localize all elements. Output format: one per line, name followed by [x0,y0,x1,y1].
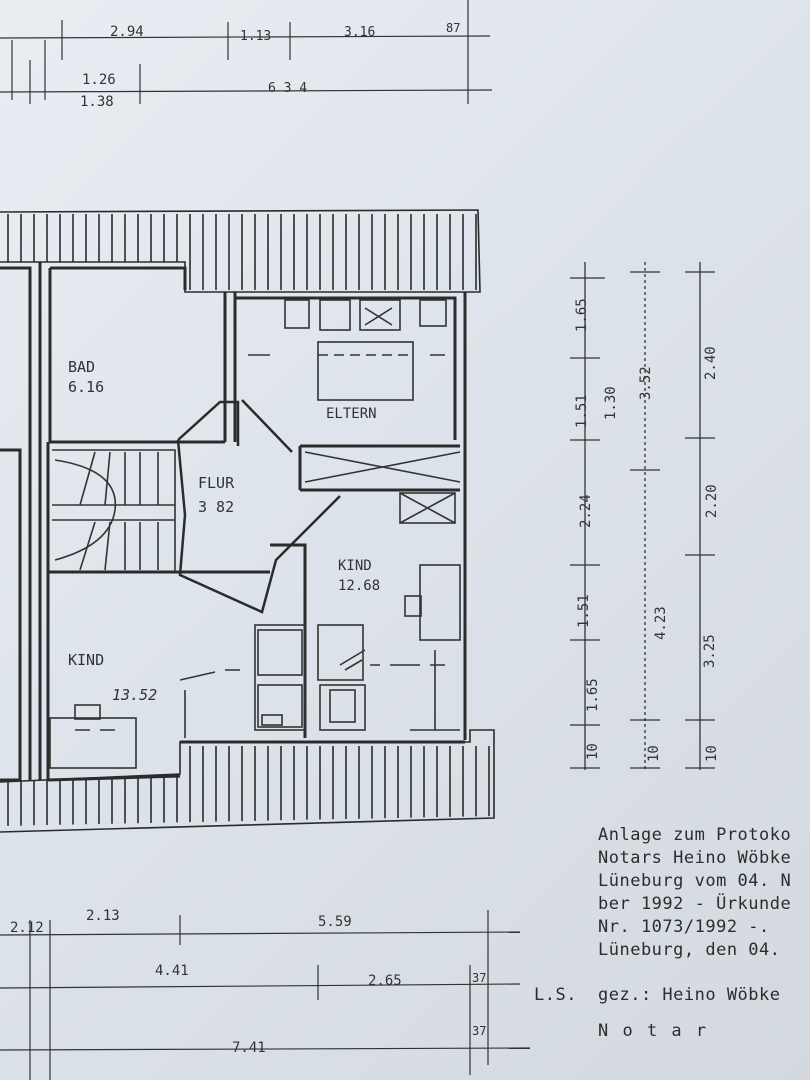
notary-signed: gez.: Heino Wöbke [598,985,781,1005]
middle-wardrobe [254,624,306,731]
roof-hatch-top [0,209,481,293]
room-flur-area: 3 82 [198,498,234,516]
bottom-dim-7: 7.41 [232,1040,266,1056]
bottom-dim-5: 2.65 [368,973,402,989]
room-bad-name: BAD [68,358,95,376]
room-kind-left-area: 13.52 [112,686,157,704]
wardrobe-box [304,451,461,524]
side-dim-10c: 10 [704,745,720,762]
notary-ls: L.S. [534,985,577,1005]
notary-title: N o t a r [598,1021,709,1041]
room-kind-right-name: KIND [338,558,372,574]
top-dim-1: 2.94 [110,24,144,40]
top-dim-7: 1.38 [80,94,114,110]
side-dim-col3: 3.52 2.40 2.20 3.25 10 [638,346,720,762]
side-dim-1-51b: 1.51 [576,594,592,628]
top-dimension-lines [0,0,493,104]
notary-line-6: Lüneburg, den 04. [598,940,781,960]
side-dim-10b: 10 [646,745,662,762]
kind-right-furniture [317,564,461,731]
kind-left-furniture [49,669,240,769]
bottom-dimension-lines [0,910,531,1080]
side-dim-2-20: 2.20 [704,484,720,518]
notary-line-1: Anlage zum Protoko [598,825,792,845]
side-dim-1-65a: 1.65 [574,298,590,332]
room-bad-area: 6.16 [68,378,104,396]
side-dim-col1: 1.65 1.51 2.24 1.51 1.65 10 [574,298,601,760]
roof-hatch-bottom [0,729,495,833]
bottom-dim-1: 2.12 [10,920,44,936]
top-dim-3: 3.16 [344,25,375,40]
side-dim-3-52: 3.52 [638,366,654,400]
top-dim-2: 1.13 [240,29,271,44]
side-dim-1-51a: 1.51 [574,394,590,428]
staircase [52,449,176,572]
room-eltern-name: ELTERN [326,406,377,422]
side-dim-10a: 10 [585,743,601,760]
bottom-dim-4: 4.41 [155,963,189,979]
bottom-dim-8: 37 [472,1024,486,1038]
side-dim-1-30: 1.30 [603,386,619,420]
side-dim-3-25: 3.25 [702,634,718,668]
top-dim-5: 1.26 [82,72,116,88]
bottom-dim-3: 5.59 [318,914,352,930]
notary-line-2: Notars Heino Wöbke [598,848,792,868]
room-flur-name: FLUR [198,474,235,492]
notary-line-3: Lüneburg vom 04. N [598,871,792,891]
notary-annotation: Anlage zum Protoko Notars Heino Wöbke Lü… [534,824,810,1054]
side-dim-col2: 1.30 4.23 10 [603,386,669,762]
eltern-furniture [248,299,447,401]
top-dim-4: 87 [446,21,460,35]
notary-line-5: Nr. 1073/1992 -. [598,917,770,937]
side-dim-2-40: 2.40 [703,346,719,380]
room-kind-left-name: KIND [68,651,104,669]
bottom-dim-6: 37 [472,971,486,985]
room-kind-right-area: 12.68 [338,578,380,594]
top-dim-6: 6 3 4 [268,81,307,96]
bottom-dim-2: 2.13 [86,908,120,924]
side-dimension-lines [570,262,715,770]
flur-outline [176,399,341,614]
notary-line-4: ber 1992 - Ürkunde [598,894,792,914]
side-dim-4-23: 4.23 [653,606,669,640]
walls [0,262,467,782]
side-dim-1-65b: 1.65 [585,678,601,712]
side-dim-2-24: 2.24 [578,494,594,528]
